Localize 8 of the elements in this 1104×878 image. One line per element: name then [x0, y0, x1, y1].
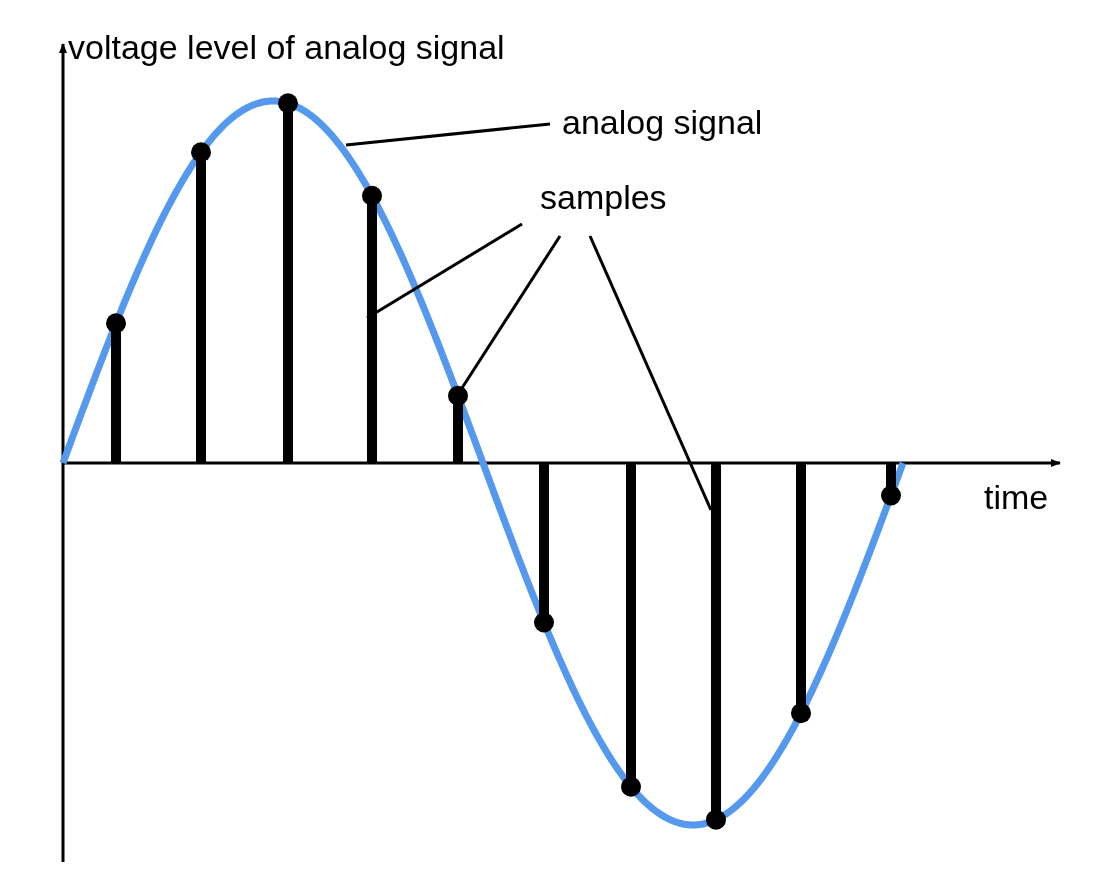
callout-label: analog signal: [562, 105, 763, 139]
leader-line: [345, 122, 551, 147]
axis-title: voltage level of analog signal: [68, 30, 505, 64]
signal-curve: [59, 97, 907, 829]
leader-line: [588, 235, 713, 511]
callout-label: samples: [540, 180, 667, 214]
axis-title: time: [984, 480, 1049, 514]
leader-line: [366, 222, 523, 320]
